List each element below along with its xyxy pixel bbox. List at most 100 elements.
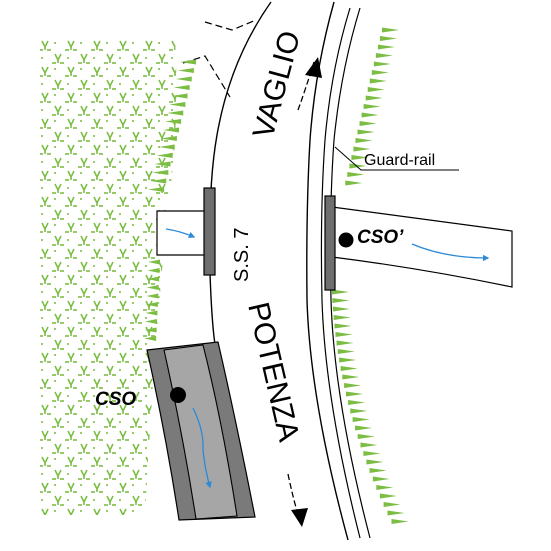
- slope-tick: [332, 298, 350, 303]
- vegetation-area: [40, 38, 177, 515]
- slope-tick: [146, 293, 159, 299]
- cso-label: CSO: [95, 389, 136, 410]
- right-outlet-flow-arrow: [411, 243, 490, 262]
- slope-tick: [345, 180, 363, 186]
- slope-tick: [352, 417, 370, 422]
- left-inlet-channel: [156, 210, 206, 256]
- slope-tick: [175, 76, 192, 82]
- guard-rail-line-outer: [329, 7, 371, 539]
- slope-tick: [351, 155, 369, 160]
- slope-tick: [145, 310, 158, 316]
- right-headwall: [324, 195, 336, 291]
- slope-tick: [167, 110, 184, 116]
- left-inlet-flow-arrow: [165, 228, 196, 238]
- slope-tick: [332, 289, 349, 295]
- vaglio-arrowhead: [305, 57, 322, 78]
- slope-tick: [145, 319, 158, 324]
- slope-tick: [163, 127, 179, 133]
- road-label-potenza: POTENZA: [241, 299, 305, 444]
- slope-tick: [371, 70, 389, 75]
- road-right-edge: [306, 1, 349, 541]
- slope-tick: [177, 68, 194, 73]
- slope-tick: [363, 104, 381, 109]
- slope-tick: [147, 268, 160, 273]
- slope-tick: [357, 434, 375, 439]
- slope-tick: [160, 136, 177, 141]
- road-left-edge: [208, 1, 272, 351]
- slope-tick: [357, 129, 375, 135]
- cso-point-marker: [170, 387, 186, 403]
- slope-tick: [347, 172, 365, 177]
- slope-tick: [154, 161, 171, 167]
- slope-tick: [382, 27, 399, 33]
- slope-tick: [332, 306, 350, 312]
- slope-tick: [365, 95, 383, 101]
- cso-prime-point-marker: [338, 232, 354, 248]
- slope-tick: [171, 93, 188, 99]
- side-road-edge-upper: [204, 19, 257, 31]
- slope-tick: [376, 485, 394, 490]
- slope-tick: [346, 391, 364, 397]
- slope-tick: [369, 78, 387, 84]
- slope-tick: [359, 121, 377, 126]
- slope-tick: [375, 53, 393, 58]
- potenza-arrowhead: [291, 508, 308, 527]
- slope-tick: [372, 476, 390, 482]
- cso-prime-label: CSO’: [357, 227, 404, 248]
- slope-tick: [369, 468, 387, 473]
- slope-tick: [353, 146, 371, 152]
- slope-tick: [355, 138, 373, 143]
- road-label-vaglio: VAGLIO: [247, 28, 307, 142]
- slope-tick: [150, 178, 167, 184]
- slope-tick: [333, 315, 351, 320]
- slope-tick: [349, 163, 367, 169]
- slope-tick: [377, 44, 395, 50]
- slope-tick: [146, 285, 159, 290]
- guard-rail-leader-line: [334, 146, 459, 171]
- slope-tick: [337, 349, 355, 354]
- slope-tick: [361, 112, 379, 118]
- slope-tick: [340, 366, 358, 371]
- slope-tick: [342, 374, 360, 380]
- slope-tick: [360, 442, 378, 448]
- slope-tick: [344, 383, 362, 388]
- slope-tick: [147, 276, 160, 282]
- guard-rail-label: Guard-rail: [364, 152, 435, 169]
- lower-channel-flow-arrow: [192, 407, 212, 489]
- slope-tick: [180, 59, 196, 65]
- slope-tick: [355, 425, 373, 431]
- slope-tick: [336, 340, 354, 346]
- slope-tick: [379, 493, 397, 499]
- side-road-edge-lower: [182, 55, 231, 98]
- guard-rail-line-inner: [320, 7, 361, 539]
- slope-tick: [169, 102, 186, 107]
- slope-tick: [348, 400, 366, 405]
- slope-tick: [173, 85, 190, 90]
- slope-tick: [144, 327, 157, 333]
- slope-tick: [144, 336, 157, 341]
- slope-tick: [367, 87, 385, 92]
- slope-tick: [148, 259, 160, 265]
- slope-tick: [379, 36, 397, 41]
- embankment-slope-ticks: [144, 27, 409, 524]
- road-name-label: S.S. 7: [231, 228, 253, 282]
- slope-tick: [391, 519, 409, 524]
- slope-tick: [366, 459, 384, 465]
- slope-tick: [350, 408, 368, 414]
- slope-tick: [165, 119, 182, 124]
- slope-tick: [373, 61, 391, 67]
- slope-tick: [145, 302, 158, 307]
- slope-tick: [158, 144, 175, 150]
- slope-tick: [335, 332, 353, 337]
- slope-tick: [339, 357, 357, 363]
- left-headwall: [203, 187, 216, 276]
- right-outlet-channel: [331, 206, 513, 288]
- slope-tick: [148, 187, 165, 192]
- slope-tick: [334, 323, 352, 329]
- slope-tick: [387, 510, 405, 516]
- slope-tick: [156, 153, 173, 158]
- slope-tick: [383, 502, 401, 507]
- slope-tick: [363, 451, 381, 456]
- slope-tick: [152, 170, 169, 175]
